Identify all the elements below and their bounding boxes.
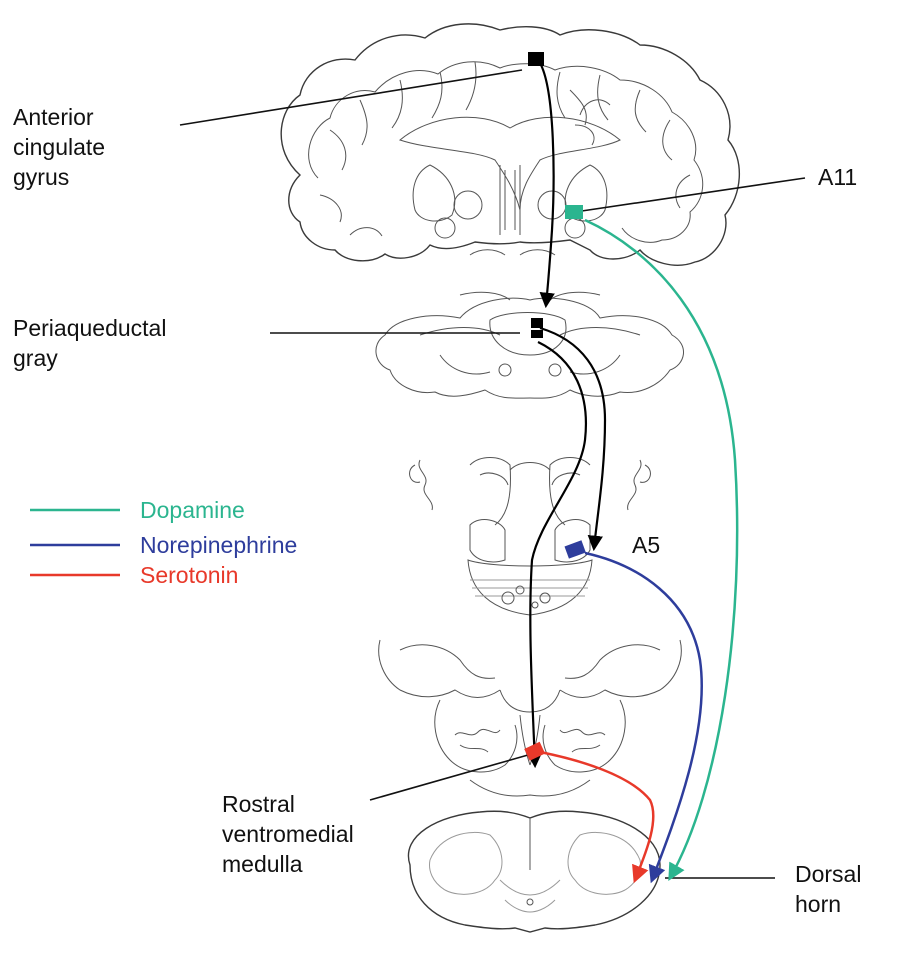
legend: Dopamine Norepinephrine Serotonin — [30, 497, 297, 588]
norepinephrine-pathway — [585, 553, 702, 880]
anterior-cingulate-label-line1: Anterior — [13, 104, 94, 130]
dorsal-horn-label-line2: horn — [795, 891, 841, 917]
a11-marker — [565, 205, 583, 219]
a11-label: A11 — [818, 164, 857, 190]
dopamine-pathway — [585, 220, 737, 878]
a5-marker — [564, 540, 585, 558]
rvm-label-line1: Rostral — [222, 791, 295, 817]
brain-coronal-section — [281, 24, 739, 265]
serotonin-pathway — [540, 752, 653, 880]
anterior-cingulate-label-line3: gyrus — [13, 164, 69, 190]
legend-serotonin-label: Serotonin — [140, 562, 238, 588]
nucleus-markers — [524, 52, 586, 761]
rvm-label-line3: medulla — [222, 851, 303, 877]
pag-marker-lower — [531, 330, 543, 338]
anterior-cingulate-label-line2: cingulate — [13, 134, 105, 160]
rvm-pointer — [370, 755, 528, 800]
pathways — [530, 63, 737, 880]
midbrain-section — [376, 292, 684, 398]
label-pointers — [180, 70, 805, 878]
rvm-label-line2: ventromedial — [222, 821, 354, 847]
legend-norepinephrine-label: Norepinephrine — [140, 532, 297, 558]
a5-label: A5 — [632, 532, 660, 558]
a11-pointer — [575, 178, 805, 212]
spinal-cord-section — [408, 811, 660, 932]
dorsal-horn-label-line1: Dorsal — [795, 861, 861, 887]
pag-marker-upper — [531, 318, 543, 328]
legend-dopamine-label: Dopamine — [140, 497, 245, 523]
periaqueductal-label-line1: Periaqueductal — [13, 315, 166, 341]
cingulate-to-pag-pathway — [540, 63, 554, 305]
periaqueductal-label-line2: gray — [13, 345, 58, 371]
anterior-cingulate-marker — [528, 52, 544, 66]
